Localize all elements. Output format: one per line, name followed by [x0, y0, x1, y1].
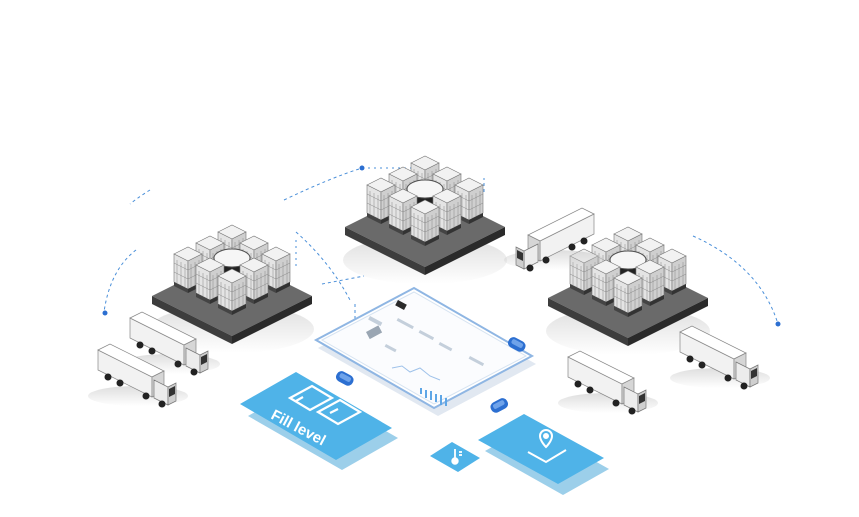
dashboard-tablet — [313, 286, 536, 416]
sensor-tag — [335, 371, 354, 386]
truck-top-right — [504, 208, 604, 272]
fill-level-card: Fill level — [240, 372, 398, 470]
sensor-tag — [490, 398, 509, 413]
location-pin-icon — [527, 429, 567, 464]
connector-dot — [102, 310, 108, 316]
tank-cluster-center — [343, 156, 507, 284]
connector-dot — [359, 165, 365, 171]
truck-right-far — [669, 325, 771, 390]
sensor-tag — [507, 337, 526, 352]
dashboard-chart — [391, 365, 447, 406]
location-card — [478, 414, 609, 495]
fill-level-icon — [287, 384, 363, 426]
truck-right-middle — [557, 350, 659, 415]
temperature-card — [430, 442, 480, 472]
thermometer-icon — [451, 449, 462, 465]
connector-dot — [775, 321, 781, 327]
